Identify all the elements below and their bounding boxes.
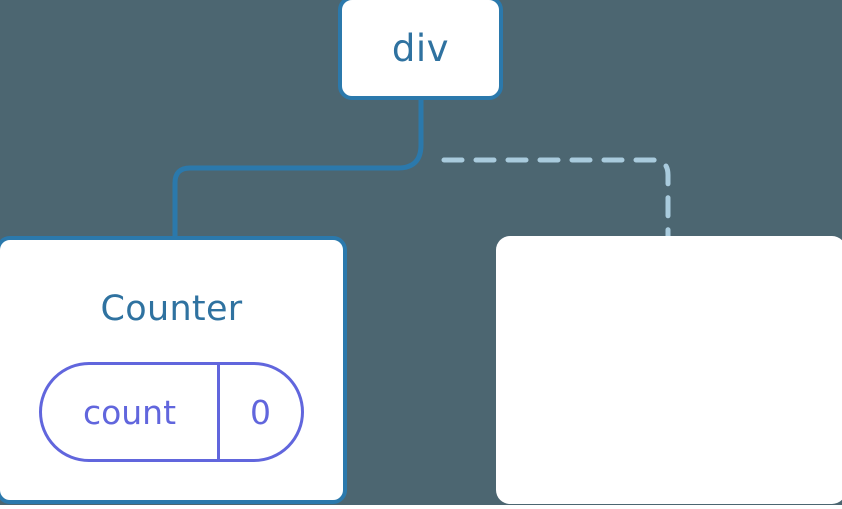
node-div-label: div	[391, 26, 450, 70]
node-counter-label: Counter	[100, 289, 243, 329]
state-pill-count[interactable]: count 0	[39, 362, 304, 462]
node-effect[interactable]	[496, 236, 842, 504]
edge-div-to-effect	[441, 157, 671, 239]
state-pill-value: 0	[217, 365, 301, 459]
node-div[interactable]: div	[338, 0, 503, 100]
state-pill-key: count	[82, 392, 177, 432]
node-counter[interactable]: Counter count 0	[0, 236, 347, 504]
edge-div-to-counter	[172, 97, 424, 241]
